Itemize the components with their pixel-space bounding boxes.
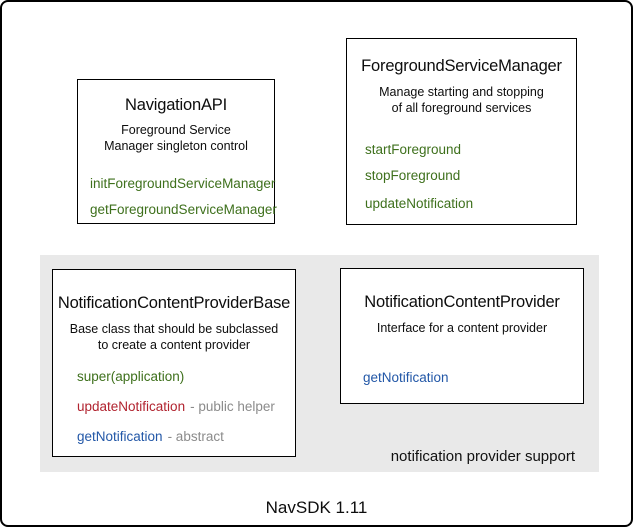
foreground-service-manager-title: ForegroundServiceManager [361,57,562,75]
description-line: to create a content provider [97,338,251,352]
method-name: updateNotification [77,399,186,414]
method-update-notification: updateNotification - public helper [77,399,295,415]
method-name: super(application) [77,369,185,384]
description-line: Interface for a content provider [376,321,548,335]
description-line: Foreground Service [121,123,231,137]
method-stop-foreground: stopForeground [365,168,461,183]
method-init-foreground-service-manager: initForegroundServiceManager [90,176,276,191]
navigation-api-title: NavigationAPI [125,96,227,114]
method-suffix: - public helper [190,399,275,414]
foreground-service-manager-description: Manage starting and stopping of all fore… [347,84,576,116]
panel-caption: notification provider support [390,448,575,465]
method-update-notification: updateNotification [365,196,474,211]
navigation-api-box: NavigationAPI Foreground Service Manager… [77,79,277,224]
description-line: Manager singleton control [104,139,248,153]
method-get-foreground-service-manager: getForegroundServiceManager [90,202,277,217]
notification-content-provider-description: Interface for a content provider [341,320,583,336]
method-suffix: - abstract [167,429,224,444]
method-get-notification: getNotification - abstract [77,429,295,445]
notification-content-provider-base-description: Base class that should be subclassed to … [53,321,295,353]
notification-content-provider-base-box: NotificationContentProviderBase Base cla… [52,269,296,457]
method-name: getNotification [77,429,163,444]
navigation-api-description: Foreground Service Manager singleton con… [78,122,274,154]
method-start-foreground: startForeground [365,142,462,157]
notification-content-provider-title: NotificationContentProvider [364,293,560,311]
method-get-notification: getNotification [363,370,449,385]
description-line: of all foreground services [391,101,532,115]
method-super-application: super(application) [77,369,295,385]
notification-content-provider-box: NotificationContentProvider Interface fo… [340,268,584,404]
foreground-service-manager-box: ForegroundServiceManager Manage starting… [346,38,577,225]
notification-content-provider-base-title: NotificationContentProviderBase [57,294,291,312]
description-line: Base class that should be subclassed [69,322,279,336]
description-line: Manage starting and stopping [379,85,544,99]
sdk-version-label: NavSDK 1.11 [265,498,368,517]
